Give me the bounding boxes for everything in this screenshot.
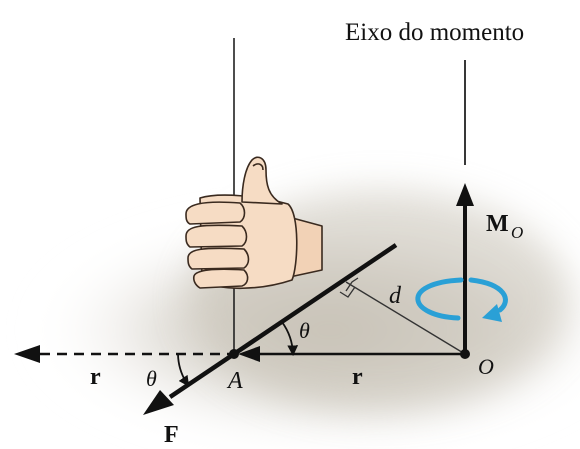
- perpendicular-distance: [339, 277, 466, 355]
- point-o-dot: [460, 349, 470, 359]
- moment-subscript: O: [511, 223, 523, 242]
- theta-arc-left: [177, 353, 190, 387]
- moment-label: M: [486, 211, 509, 237]
- r-left-label: r: [90, 364, 101, 390]
- r-dashed-extension: [14, 345, 234, 363]
- distance-label: d: [389, 283, 402, 309]
- theta-arc-right: [281, 321, 299, 357]
- point-o-label: O: [478, 354, 494, 379]
- rotation-arrow-icon: [415, 277, 508, 322]
- theta-right-label: θ: [299, 318, 310, 343]
- moment-vector: [456, 183, 474, 354]
- thumbs-up-hand-icon: [185, 156, 323, 290]
- theta-left-label: θ: [146, 366, 157, 391]
- force-line-of-action: [143, 243, 398, 415]
- axis-title: Eixo do momento: [345, 19, 524, 46]
- point-a-label: A: [226, 368, 243, 394]
- point-a-dot: [229, 349, 239, 359]
- force-label: F: [164, 422, 179, 448]
- r-right-label: r: [352, 364, 363, 390]
